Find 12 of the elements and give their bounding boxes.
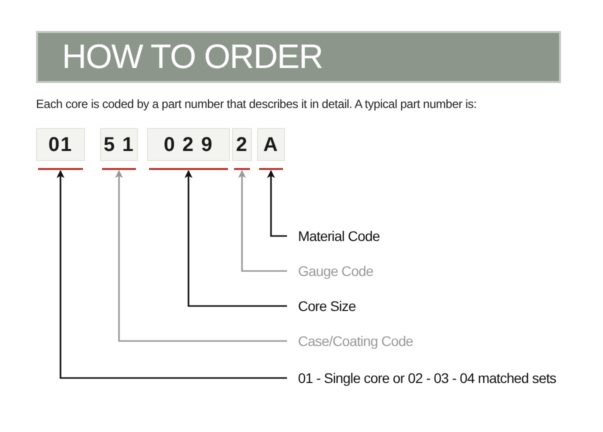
- arrow: [238, 170, 287, 272]
- code-label: Material Code: [298, 227, 380, 245]
- arrow: [115, 170, 287, 342]
- title: HOW TO ORDER: [62, 40, 323, 74]
- code-label: 01 - Single core or 02 - 03 - 04 matched sets: [298, 369, 556, 387]
- arrow: [184, 170, 287, 307]
- arrow: [267, 170, 287, 237]
- code-label: Gauge Code: [298, 262, 374, 280]
- arrow: [56, 170, 287, 379]
- code-label: Case/Coating Code: [298, 332, 414, 350]
- intro-text: Each core is coded by a part number that describes it in detail. A typical part number is:: [36, 96, 477, 113]
- code-label: Core Size: [298, 297, 356, 315]
